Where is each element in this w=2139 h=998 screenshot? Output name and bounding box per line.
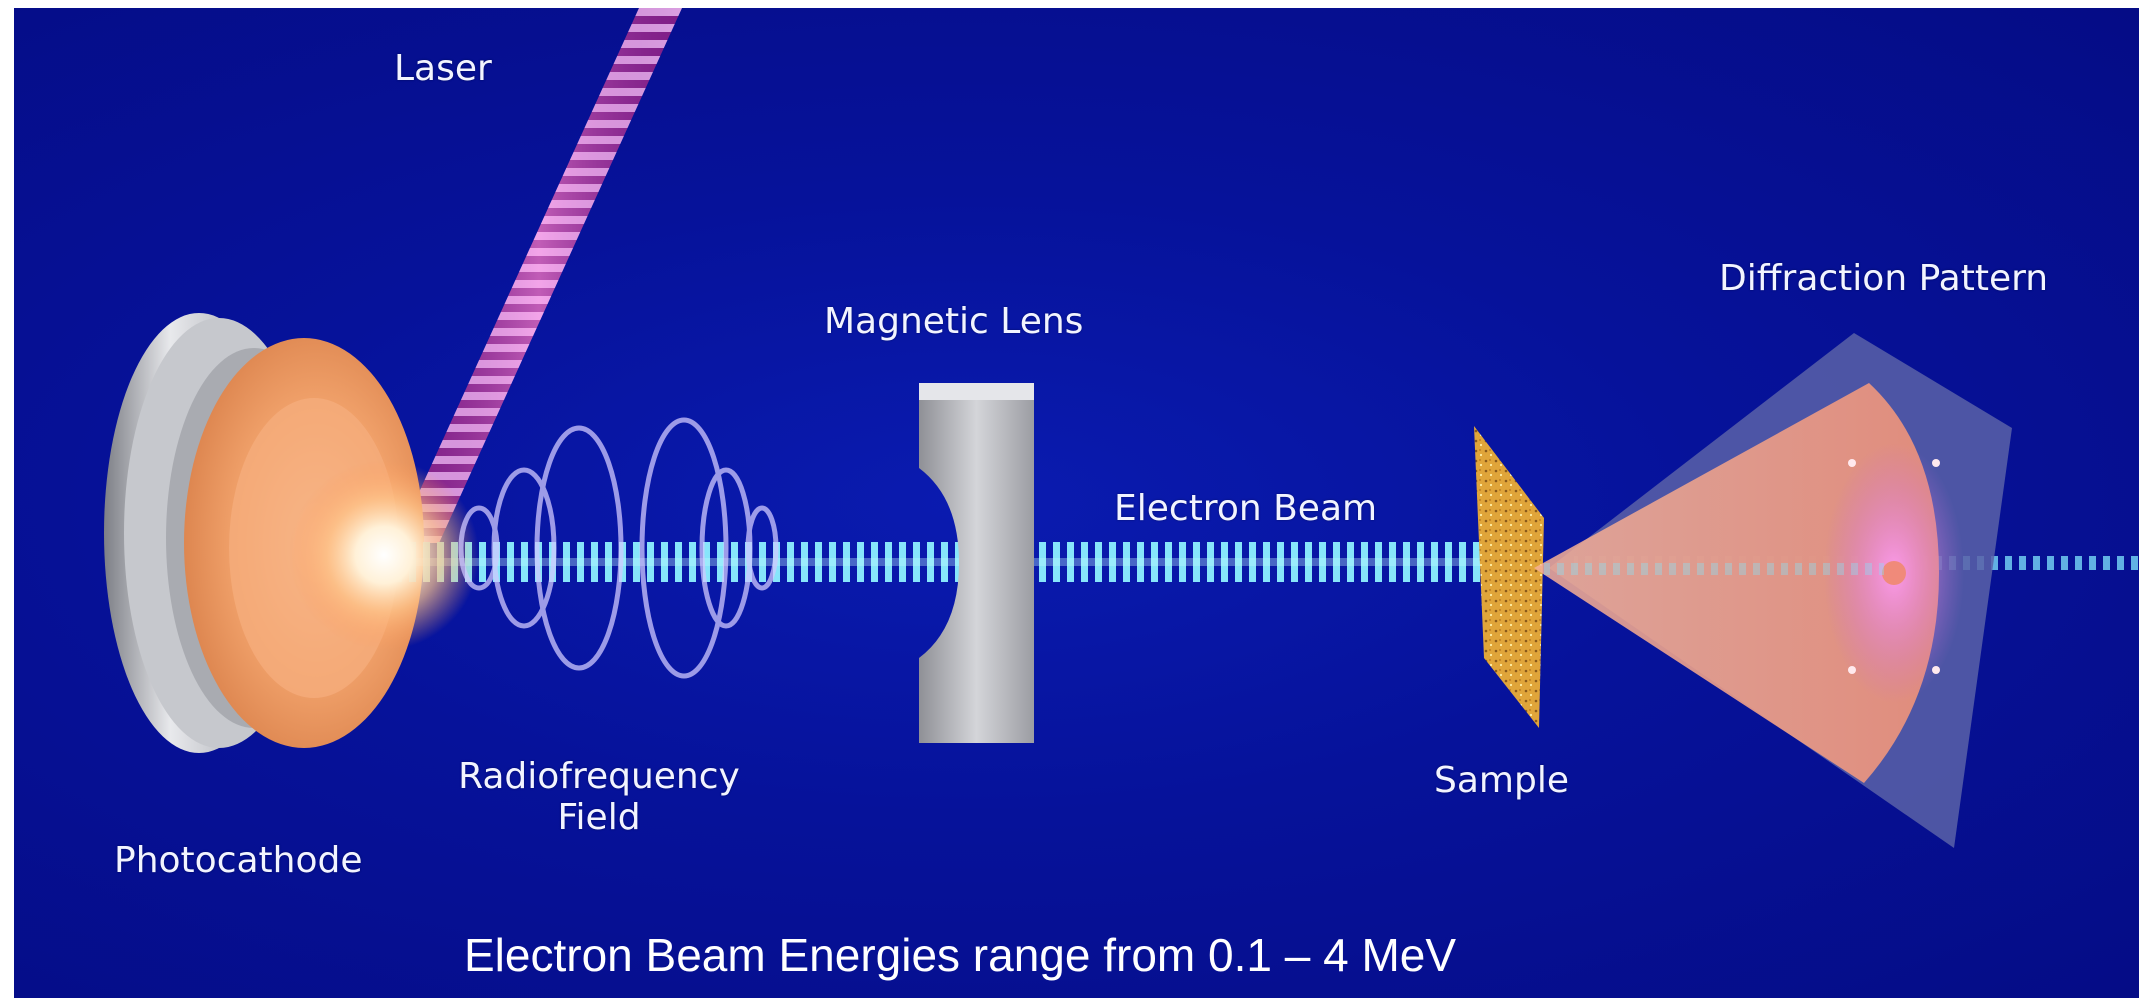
electron-beam-label: Electron Beam (1114, 488, 1378, 529)
sample-plate (1474, 426, 1544, 728)
rf-field-rings (458, 417, 779, 679)
magnetic-lens-label: Magnetic Lens (824, 301, 1084, 342)
emission-glow (289, 460, 479, 650)
diagram-panel: Laser Magnetic Lens Diffraction Pattern … (14, 8, 2139, 998)
diffraction-cone (1534, 333, 2012, 848)
sample-label: Sample (1434, 760, 1569, 801)
rf-field-label-line2: Field (557, 797, 641, 839)
photocathode-label: Photocathode (114, 840, 363, 881)
ued-diagram-art (104, 8, 2139, 848)
rf-field-label: Radiofrequency Field (454, 756, 744, 839)
magnetic-lens (919, 383, 1034, 743)
energy-caption-bar: Electron Beam Energies range from 0.1 – … (14, 920, 2139, 990)
laser-beam (396, 8, 682, 543)
rf-field-label-line1: Radiofrequency (458, 756, 740, 797)
diffraction-pattern-label: Diffraction Pattern (1719, 258, 2049, 299)
laser-label: Laser (394, 48, 492, 89)
energy-caption: Electron Beam Energies range from 0.1 – … (464, 929, 1457, 981)
